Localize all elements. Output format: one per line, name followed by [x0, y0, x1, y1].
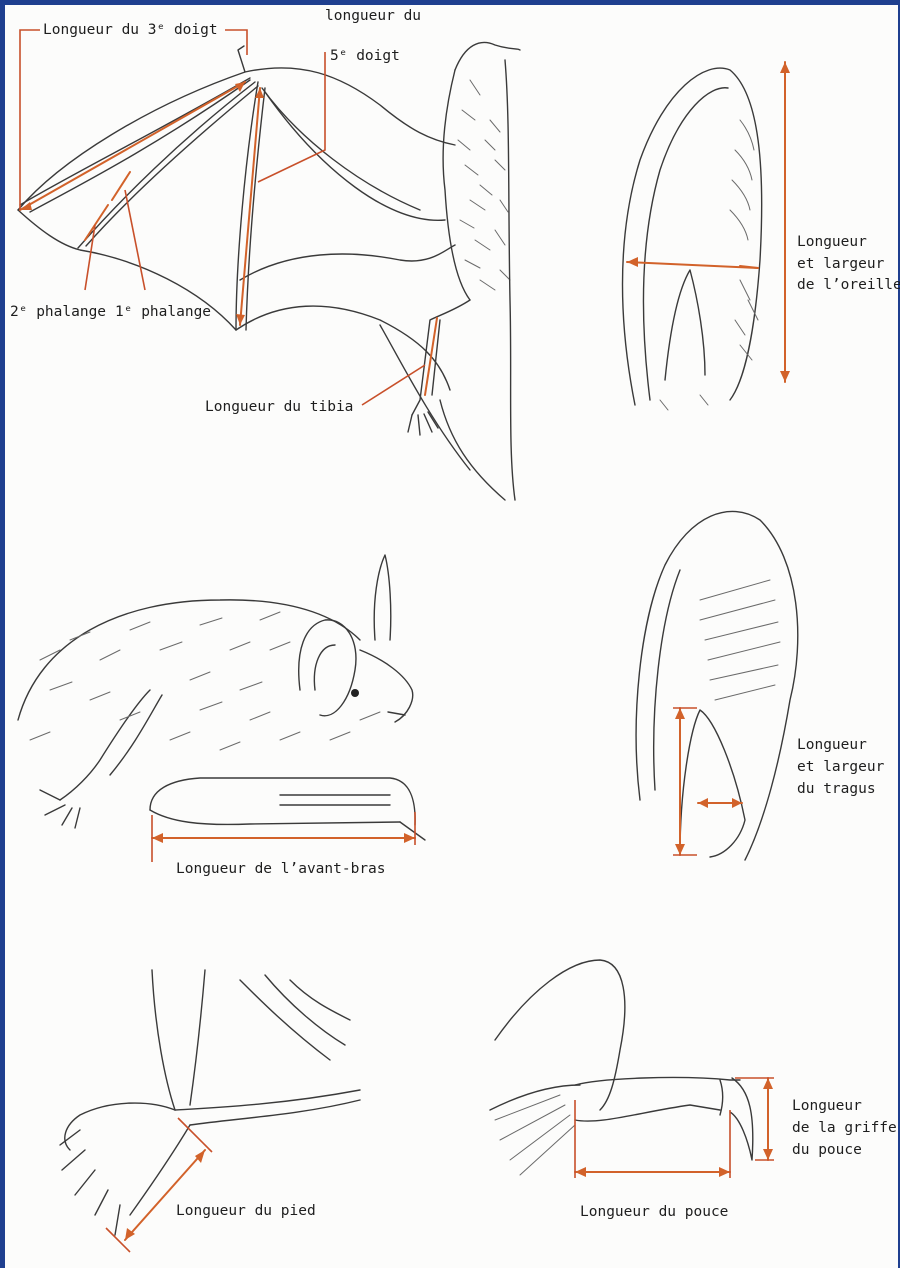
label-claw-line3: du pouce [792, 1141, 862, 1159]
label-tragus-line2: et largeur [797, 758, 884, 776]
label-claw-line1: Longueur [792, 1097, 862, 1115]
ear-drawing [623, 68, 762, 410]
label-tragus-line3: du tragus [797, 780, 876, 798]
label-third-finger: Longueur du 3ᵉ doigt [43, 21, 218, 39]
label-forearm: Longueur de l’avant-bras [176, 860, 386, 878]
label-fifth-finger-line2: 5ᵉ doigt [330, 47, 400, 65]
label-ear-line1: Longueur [797, 233, 867, 251]
label-foot: Longueur du pied [176, 1202, 316, 1220]
wing-drawing [18, 46, 455, 390]
bat-body-drawing [380, 42, 520, 500]
label-phalanx2: 2ᵉ phalange [10, 303, 106, 321]
tragus-drawing [636, 511, 798, 860]
label-claw-line2: de la griffe [792, 1119, 897, 1137]
foot-drawing [60, 970, 360, 1235]
label-phalanx1: 1ᵉ phalange [115, 303, 211, 321]
label-ear-line2: et largeur [797, 255, 884, 273]
label-thumb: Longueur du pouce [580, 1203, 728, 1221]
thumb-drawing [490, 960, 753, 1175]
sitting-bat-drawing [18, 555, 425, 840]
label-tibia: Longueur du tibia [205, 398, 353, 416]
label-fifth-finger-line1: longueur du [325, 7, 421, 25]
label-ear-line3: de l’oreille [797, 276, 900, 294]
label-tragus-line1: Longueur [797, 736, 867, 754]
